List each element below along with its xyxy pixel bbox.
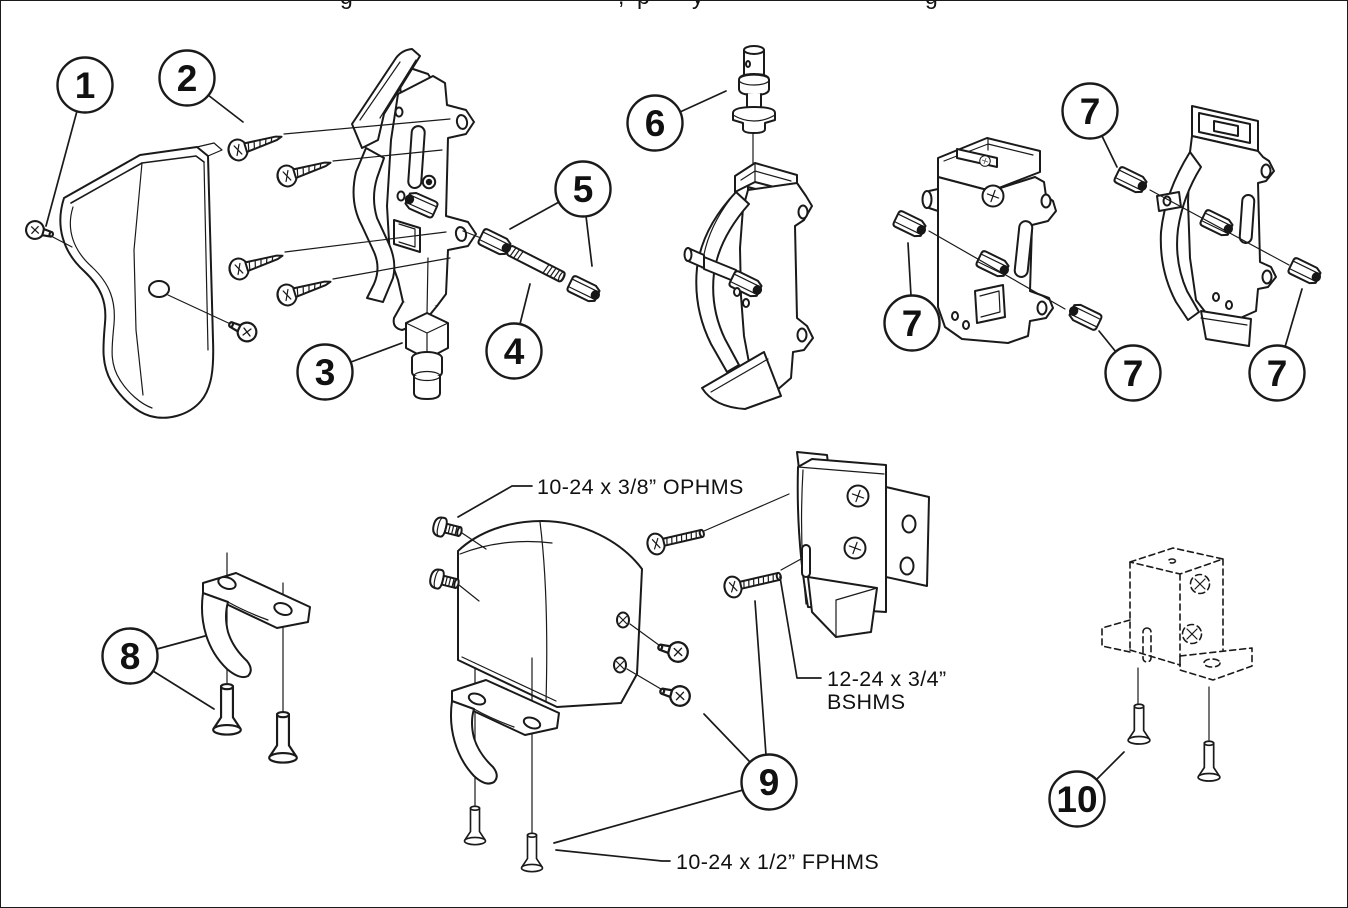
item3-square-nut-plunger: [405, 257, 449, 400]
svg-text:9: 9: [759, 762, 780, 803]
part-latch-assembly-main: [351, 48, 477, 331]
item6-plunger-pin: [732, 45, 776, 171]
svg-text:7: 7: [1123, 353, 1144, 394]
callout-6: 6: [626, 94, 684, 152]
svg-text:10: 10: [1056, 779, 1097, 820]
svg-text:2: 2: [177, 58, 198, 99]
clipped-glyph: g: [925, 0, 938, 9]
callout-1: 1: [56, 56, 114, 114]
svg-text:8: 8: [120, 636, 141, 677]
part-latch-assembly-right-b: [1156, 105, 1277, 347]
leader-lines: [45, 90, 1303, 862]
item9-bshms-screws: [644, 493, 802, 601]
callout-9: 9: [740, 753, 798, 811]
label-fphms: 10-24 x 1/2” FPHMS: [676, 850, 879, 874]
item9-latch-with-bracket: [796, 451, 930, 638]
part-latch-assembly-center: [683, 162, 814, 410]
alignment-lines: [283, 118, 1290, 310]
callout-7c: 7: [1104, 344, 1162, 402]
svg-text:7: 7: [1080, 91, 1101, 132]
item2-screws: [224, 125, 335, 309]
svg-text:7: 7: [1267, 353, 1288, 394]
callout-7b: 7: [883, 294, 941, 352]
clipped-glyph: p: [637, 0, 650, 9]
cover-face-screw: [224, 314, 261, 346]
label-bshms-line2: BSHMS: [827, 690, 905, 714]
svg-text:7: 7: [902, 303, 923, 344]
item1-cover-screw: [23, 218, 73, 248]
clipped-glyph: g: [340, 0, 353, 9]
part-handle-cover: [59, 142, 238, 419]
clipped-glyph: ,: [618, 0, 624, 9]
item8-hook-bracket: [201, 552, 311, 764]
clipped-glyph: y: [692, 0, 704, 9]
item5-coupling-nuts: [462, 227, 605, 306]
part-latch-assembly-right-a: [921, 137, 1057, 344]
item9-cover: [457, 520, 694, 710]
svg-text:4: 4: [504, 331, 525, 372]
callout-7d: 7: [1248, 344, 1306, 402]
callout-3: 3: [296, 343, 354, 401]
label-ophms: 10-24 x 3/8” OPHMS: [537, 475, 744, 499]
callout-5: 5: [554, 160, 612, 218]
clipped-header-text: g , p y g: [0, 0, 1348, 9]
svg-text:3: 3: [315, 352, 336, 393]
label-bshms-line1: 12-24 x 3/4”: [827, 667, 947, 691]
callout-2: 2: [158, 49, 216, 107]
fastener-labels: 10-24 x 3/8” OPHMS 12-24 x 3/4” BSHMS 10…: [537, 475, 947, 874]
callout-10: 10: [1048, 770, 1106, 828]
callout-4: 4: [485, 322, 543, 380]
item9-hook-bracket: [450, 657, 560, 873]
callout-7a: 7: [1061, 82, 1119, 140]
svg-text:1: 1: [75, 65, 96, 106]
svg-text:5: 5: [573, 169, 594, 210]
item10-base-bracket: [1101, 547, 1253, 782]
item9-ophms-screws: [427, 514, 487, 602]
callout-8: 8: [101, 627, 159, 685]
svg-text:6: 6: [645, 103, 666, 144]
